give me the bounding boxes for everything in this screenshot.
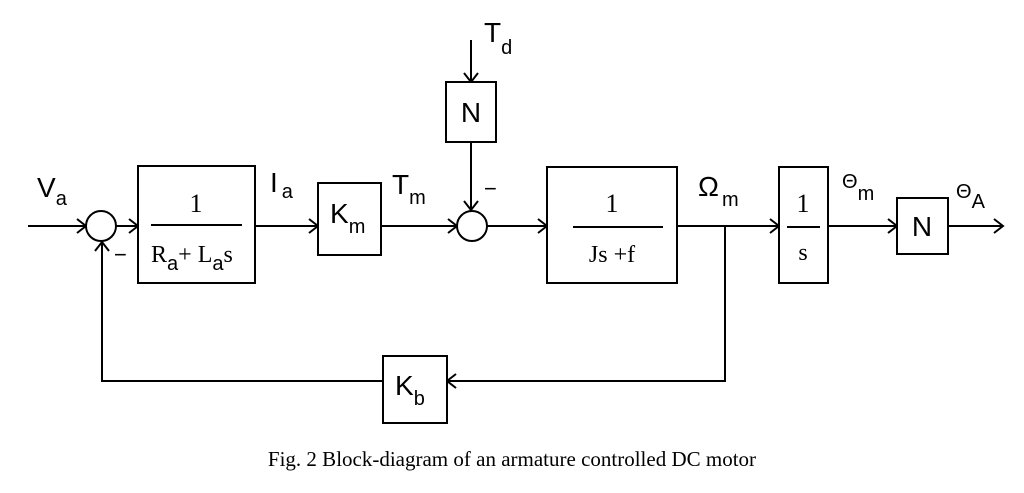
n-disturbance-block: N — [445, 81, 497, 143]
kb-label: Kb — [395, 370, 425, 410]
n-disturbance-label: N — [461, 97, 481, 128]
signal-tm: Tm — [392, 169, 426, 209]
mechanical-denominator: Js +f — [589, 242, 635, 268]
mechanical-numerator: 1 — [606, 189, 619, 218]
mechanical-block-box — [546, 166, 678, 284]
km-label: Km — [330, 198, 365, 238]
signal-va: Va — [37, 172, 68, 210]
n-disturbance-box — [445, 81, 497, 143]
kb-block: Kb — [382, 355, 448, 424]
armature-denominator: Ra+ Las — [151, 242, 233, 275]
signal-theta-a: ΘA — [956, 181, 986, 213]
sign-disturbance-minus: − — [484, 176, 497, 201]
km-block: Km — [317, 182, 382, 256]
arrow-into-sum1-bottom — [94, 240, 110, 252]
summing-junction-1 — [85, 210, 117, 242]
armature-block: 1 Ra+ Las — [137, 165, 256, 284]
wire-feedback-to-kb — [447, 226, 726, 382]
wires — [28, 40, 1003, 382]
integrator-block-box — [778, 166, 829, 284]
mechanical-block: 1 Js +f — [546, 166, 678, 284]
n-output-label: N — [912, 211, 932, 242]
arrow-into-sum2-top — [463, 200, 479, 212]
integrator-block: 1 s — [778, 166, 829, 284]
kb-block-box — [382, 355, 448, 424]
integrator-denominator: s — [798, 240, 807, 266]
signal-td: Td — [484, 17, 512, 59]
km-block-box — [317, 182, 382, 256]
n-output-box — [896, 197, 949, 255]
figure-caption: Fig. 2 Block-diagram of an armature cont… — [268, 447, 756, 471]
sign-feedback-minus: − — [114, 242, 127, 267]
summing-junction-2 — [456, 210, 488, 242]
wire-kb-to-sum1 — [101, 242, 383, 382]
arrow-output — [993, 218, 1005, 234]
signal-theta-m: Θm — [842, 171, 874, 205]
n-output-block: N — [896, 197, 949, 255]
armature-numerator: 1 — [190, 189, 203, 218]
integrator-numerator: 1 — [797, 189, 810, 218]
